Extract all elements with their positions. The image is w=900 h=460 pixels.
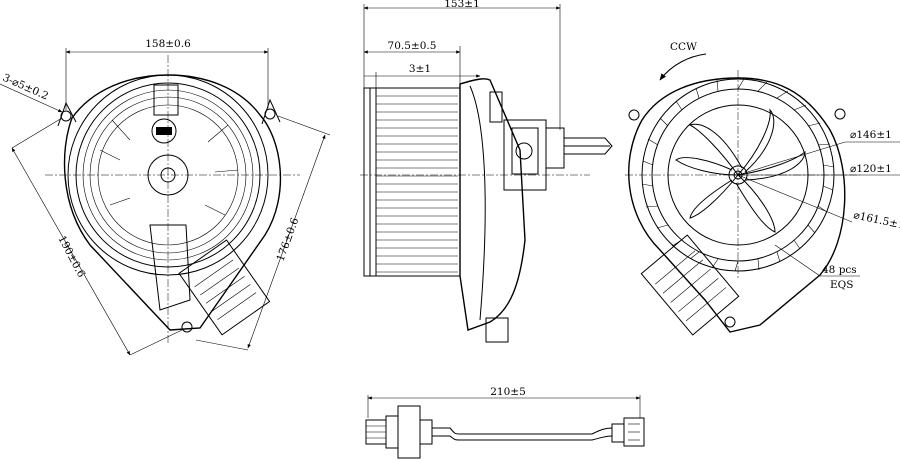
front-width-label: 158±0.6	[145, 38, 191, 50]
fan-blades	[675, 108, 806, 233]
dia-outer-label: ⌀146±1	[850, 129, 892, 141]
dia-inner-label: ⌀120±1	[850, 163, 892, 175]
cable-length-label: 210±5	[490, 386, 526, 398]
side-small-label: 3±1	[409, 63, 431, 75]
rear-view: CCW ⌀146±1 ⌀120±1 ⌀161.5±1 48 pcs EQS	[625, 41, 900, 336]
impeller-fins	[376, 95, 458, 273]
diag-span-label: 190±0.6	[55, 234, 87, 280]
dia-housing-label: ⌀161.5±1	[852, 209, 900, 232]
blade-note-label: EQS	[830, 279, 853, 291]
height-span-label: 176±0.6	[275, 216, 302, 263]
side-total-label: 153±1	[444, 0, 480, 10]
holes-label: 3-⌀5±0.2	[1, 72, 50, 103]
rotation-label: CCW	[670, 41, 697, 53]
front-view: 158±0.6 3-⌀5±0.2 190±0.6 176±0.6	[0, 38, 331, 356]
side-view: 153±1 70.5±0.5 3±1	[360, 0, 613, 343]
side-housing-label: 70.5±0.5	[388, 40, 437, 52]
blade-count-label: 48 pcs	[822, 264, 857, 276]
cable-view: 210±5	[365, 386, 645, 459]
